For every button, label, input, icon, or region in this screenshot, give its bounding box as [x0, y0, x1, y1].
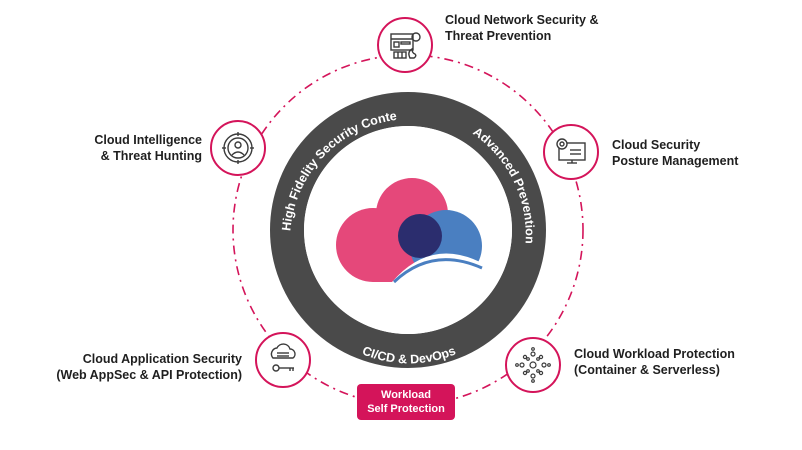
threat-hunter-icon [222, 132, 254, 164]
label-appsec: Cloud Application Security (Web AppSec &… [56, 352, 242, 382]
node-intelligence [210, 120, 266, 176]
cloud-key-icon [270, 343, 296, 372]
node-network [377, 17, 433, 73]
label-network: Cloud Network Security & Threat Preventi… [445, 13, 599, 43]
node-appsec [255, 332, 311, 388]
node-workload [505, 337, 561, 393]
workload-nodes-icon [515, 347, 551, 383]
workload-self-protection-badge: Workload Self Protection [357, 384, 455, 420]
dark-ring [270, 92, 546, 368]
node-posture [543, 124, 599, 180]
label-posture: Cloud Security Posture Management [612, 138, 739, 168]
cloud-logo-icon [336, 178, 483, 284]
label-intelligence: Cloud Intelligence & Threat Hunting [94, 133, 202, 163]
network-firewall-icon [390, 32, 421, 59]
label-workload: Cloud Workload Protection (Container & S… [574, 347, 735, 377]
monitor-settings-icon [556, 138, 586, 164]
